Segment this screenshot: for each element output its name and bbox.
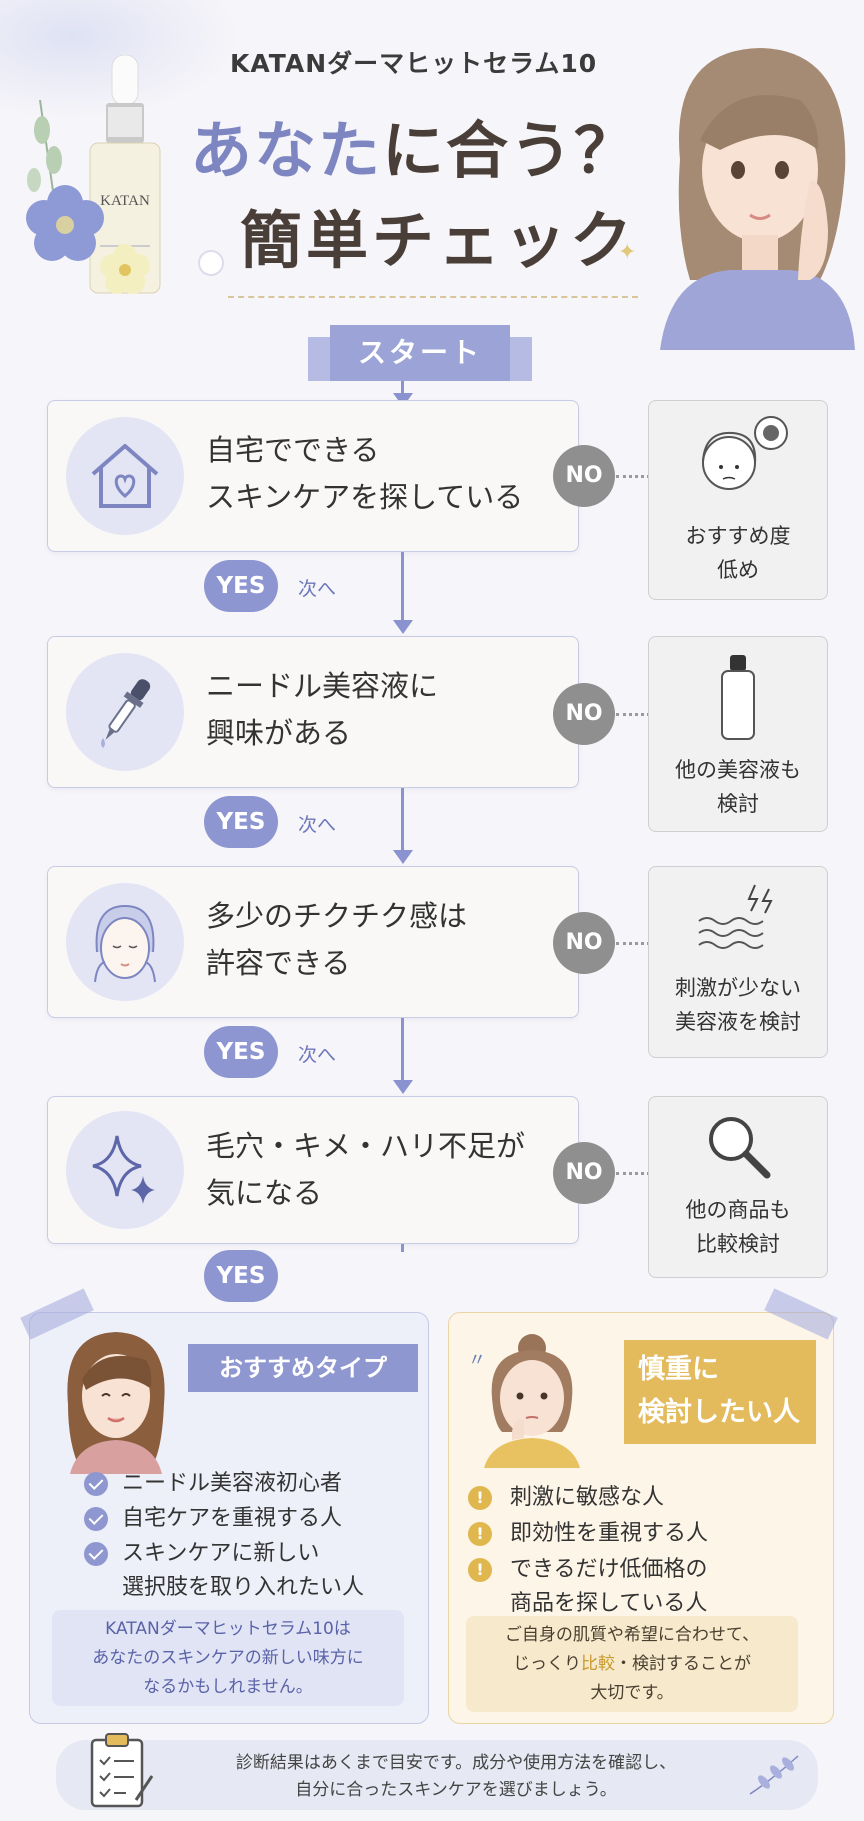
careful-message-line: ご自身の肌質や希望に合わせて、 bbox=[504, 1625, 760, 1645]
careful-message-text: じっくり bbox=[513, 1654, 581, 1674]
flow-arrow bbox=[393, 850, 413, 864]
title-rest: に合う？ bbox=[382, 114, 639, 187]
clipboard-icon bbox=[86, 1730, 156, 1814]
recommended-item: スキンケアに新しい 選択肢を取り入れたい人 bbox=[122, 1541, 365, 1600]
no-badge: NO bbox=[553, 912, 615, 974]
no-connector bbox=[616, 942, 650, 945]
flow-arrow bbox=[393, 1080, 413, 1094]
product-name: KATANダーマヒットセラム10 bbox=[230, 49, 598, 78]
magnifier-icon bbox=[703, 1111, 773, 1185]
yes-badge: YES bbox=[204, 560, 278, 612]
careful-message-text: ・検討することが bbox=[615, 1654, 751, 1674]
sparkle-icon: ✦ bbox=[618, 240, 637, 265]
bottle-icon bbox=[718, 653, 758, 747]
bottle-label: KATAN bbox=[100, 193, 150, 209]
wave-spark-icon bbox=[693, 881, 783, 965]
flow-connector bbox=[401, 381, 404, 393]
title-line-2: 簡単チェック bbox=[240, 204, 637, 277]
no-connector bbox=[616, 713, 650, 716]
woman-thinking-illustration bbox=[466, 1328, 596, 1468]
careful-item: 刺激に敏感な人 bbox=[510, 1485, 665, 1510]
no-result-card-2: 他の美容液も 検討 bbox=[648, 636, 828, 832]
no-result-card-3: 刺激が少ない 美容液を検討 bbox=[648, 866, 828, 1058]
title-accent: あなた bbox=[190, 114, 383, 187]
woman-smile-illustration bbox=[50, 1324, 180, 1474]
no-badge: NO bbox=[553, 445, 615, 507]
no-result-text: おすすめ度 低め bbox=[685, 524, 791, 582]
no-result-card-1: おすすめ度 低め bbox=[648, 400, 828, 600]
flow-connector bbox=[401, 1244, 404, 1252]
recommended-ribbon: おすすめタイプ bbox=[188, 1344, 418, 1392]
next-label: 次へ bbox=[298, 814, 337, 836]
yes-badge: YES bbox=[204, 796, 278, 848]
yes-badge: YES bbox=[204, 1250, 278, 1302]
start-ribbon: スタート bbox=[308, 325, 532, 381]
careful-ribbon: 慎重に 検討したい人 bbox=[624, 1340, 816, 1444]
careful-message-line: 大切です。 bbox=[590, 1683, 674, 1703]
no-connector bbox=[616, 475, 650, 478]
warning-icon: ! bbox=[468, 1522, 492, 1546]
question-text: 多少のチクチク感は 許容できる bbox=[206, 899, 468, 980]
footer-text: 診断結果はあくまで目安です。成分や使用方法を確認し、 自分に合ったスキンケアを選… bbox=[235, 1753, 677, 1800]
flow-connector bbox=[401, 788, 404, 850]
check-icon bbox=[84, 1542, 108, 1566]
house-heart-icon bbox=[66, 417, 184, 535]
no-result-text: 他の商品も 比較検討 bbox=[685, 1198, 791, 1256]
no-result-text: 他の美容液も 検討 bbox=[675, 758, 801, 816]
careful-item: 即効性を重視する人 bbox=[510, 1521, 709, 1546]
recommended-item: 自宅ケアを重視する人 bbox=[122, 1506, 343, 1531]
flow-arrow bbox=[393, 620, 413, 634]
careful-message-line: じっくり比較・検討することが bbox=[466, 1650, 798, 1679]
sparkle-icon bbox=[66, 1111, 184, 1229]
check-icon bbox=[84, 1507, 108, 1531]
question-card-3: 多少のチクチク感は 許容できる bbox=[47, 866, 579, 1018]
question-card-2: ニードル美容液に 興味がある bbox=[47, 636, 579, 788]
face-touch-icon bbox=[66, 883, 184, 1001]
careful-item: できるだけ低価格の 商品を探している人 bbox=[510, 1557, 708, 1616]
dropper-icon bbox=[66, 653, 184, 771]
no-connector bbox=[616, 1172, 650, 1175]
no-result-card-4: 他の商品も 比較検討 bbox=[648, 1096, 828, 1278]
warning-icon: ! bbox=[468, 1558, 492, 1582]
yes-badge: YES bbox=[204, 1026, 278, 1078]
footer-note: 診断結果はあくまで目安です。成分や使用方法を確認し、 自分に合ったスキンケアを選… bbox=[56, 1733, 818, 1810]
next-label: 次へ bbox=[298, 1044, 337, 1066]
careful-message: ご自身の肌質や希望に合わせて、 じっくり比較・検討することが 大切です。 bbox=[466, 1616, 798, 1712]
bubble-decoration bbox=[198, 250, 224, 276]
careful-message-highlight: 比較 bbox=[581, 1654, 615, 1674]
next-label: 次へ bbox=[298, 578, 337, 600]
question-text: 自宅でできる スキンケアを探している bbox=[206, 433, 524, 514]
question-text: 毛穴・キメ・ハリ不足が 気になる bbox=[206, 1129, 526, 1210]
title-divider bbox=[228, 296, 638, 298]
flower-decoration bbox=[20, 90, 180, 320]
no-badge: NO bbox=[553, 1142, 615, 1204]
check-icon bbox=[84, 1472, 108, 1496]
flow-connector bbox=[401, 552, 404, 620]
question-text: ニードル美容液に 興味がある bbox=[206, 669, 439, 750]
flow-connector bbox=[401, 1018, 404, 1080]
no-badge: NO bbox=[553, 683, 615, 745]
worried-face-icon bbox=[683, 411, 793, 510]
sweat-icon: 〃 bbox=[468, 1350, 486, 1371]
recommended-item: ニードル美容液初心者 bbox=[122, 1471, 343, 1496]
no-result-text: 刺激が少ない 美容液を検討 bbox=[675, 976, 801, 1034]
warning-icon: ! bbox=[468, 1486, 492, 1510]
leaf-icon bbox=[746, 1752, 802, 1802]
recommended-message: KATANダーマヒットセラム10は あなたのスキンケアの新しい味方に なるかもし… bbox=[52, 1610, 404, 1706]
question-card-1: 自宅でできる スキンケアを探している bbox=[47, 400, 579, 552]
woman-illustration bbox=[650, 30, 860, 350]
title-line-1: あなたに合う？ bbox=[190, 100, 638, 190]
question-card-4: 毛穴・キメ・ハリ不足が 気になる bbox=[47, 1096, 579, 1244]
